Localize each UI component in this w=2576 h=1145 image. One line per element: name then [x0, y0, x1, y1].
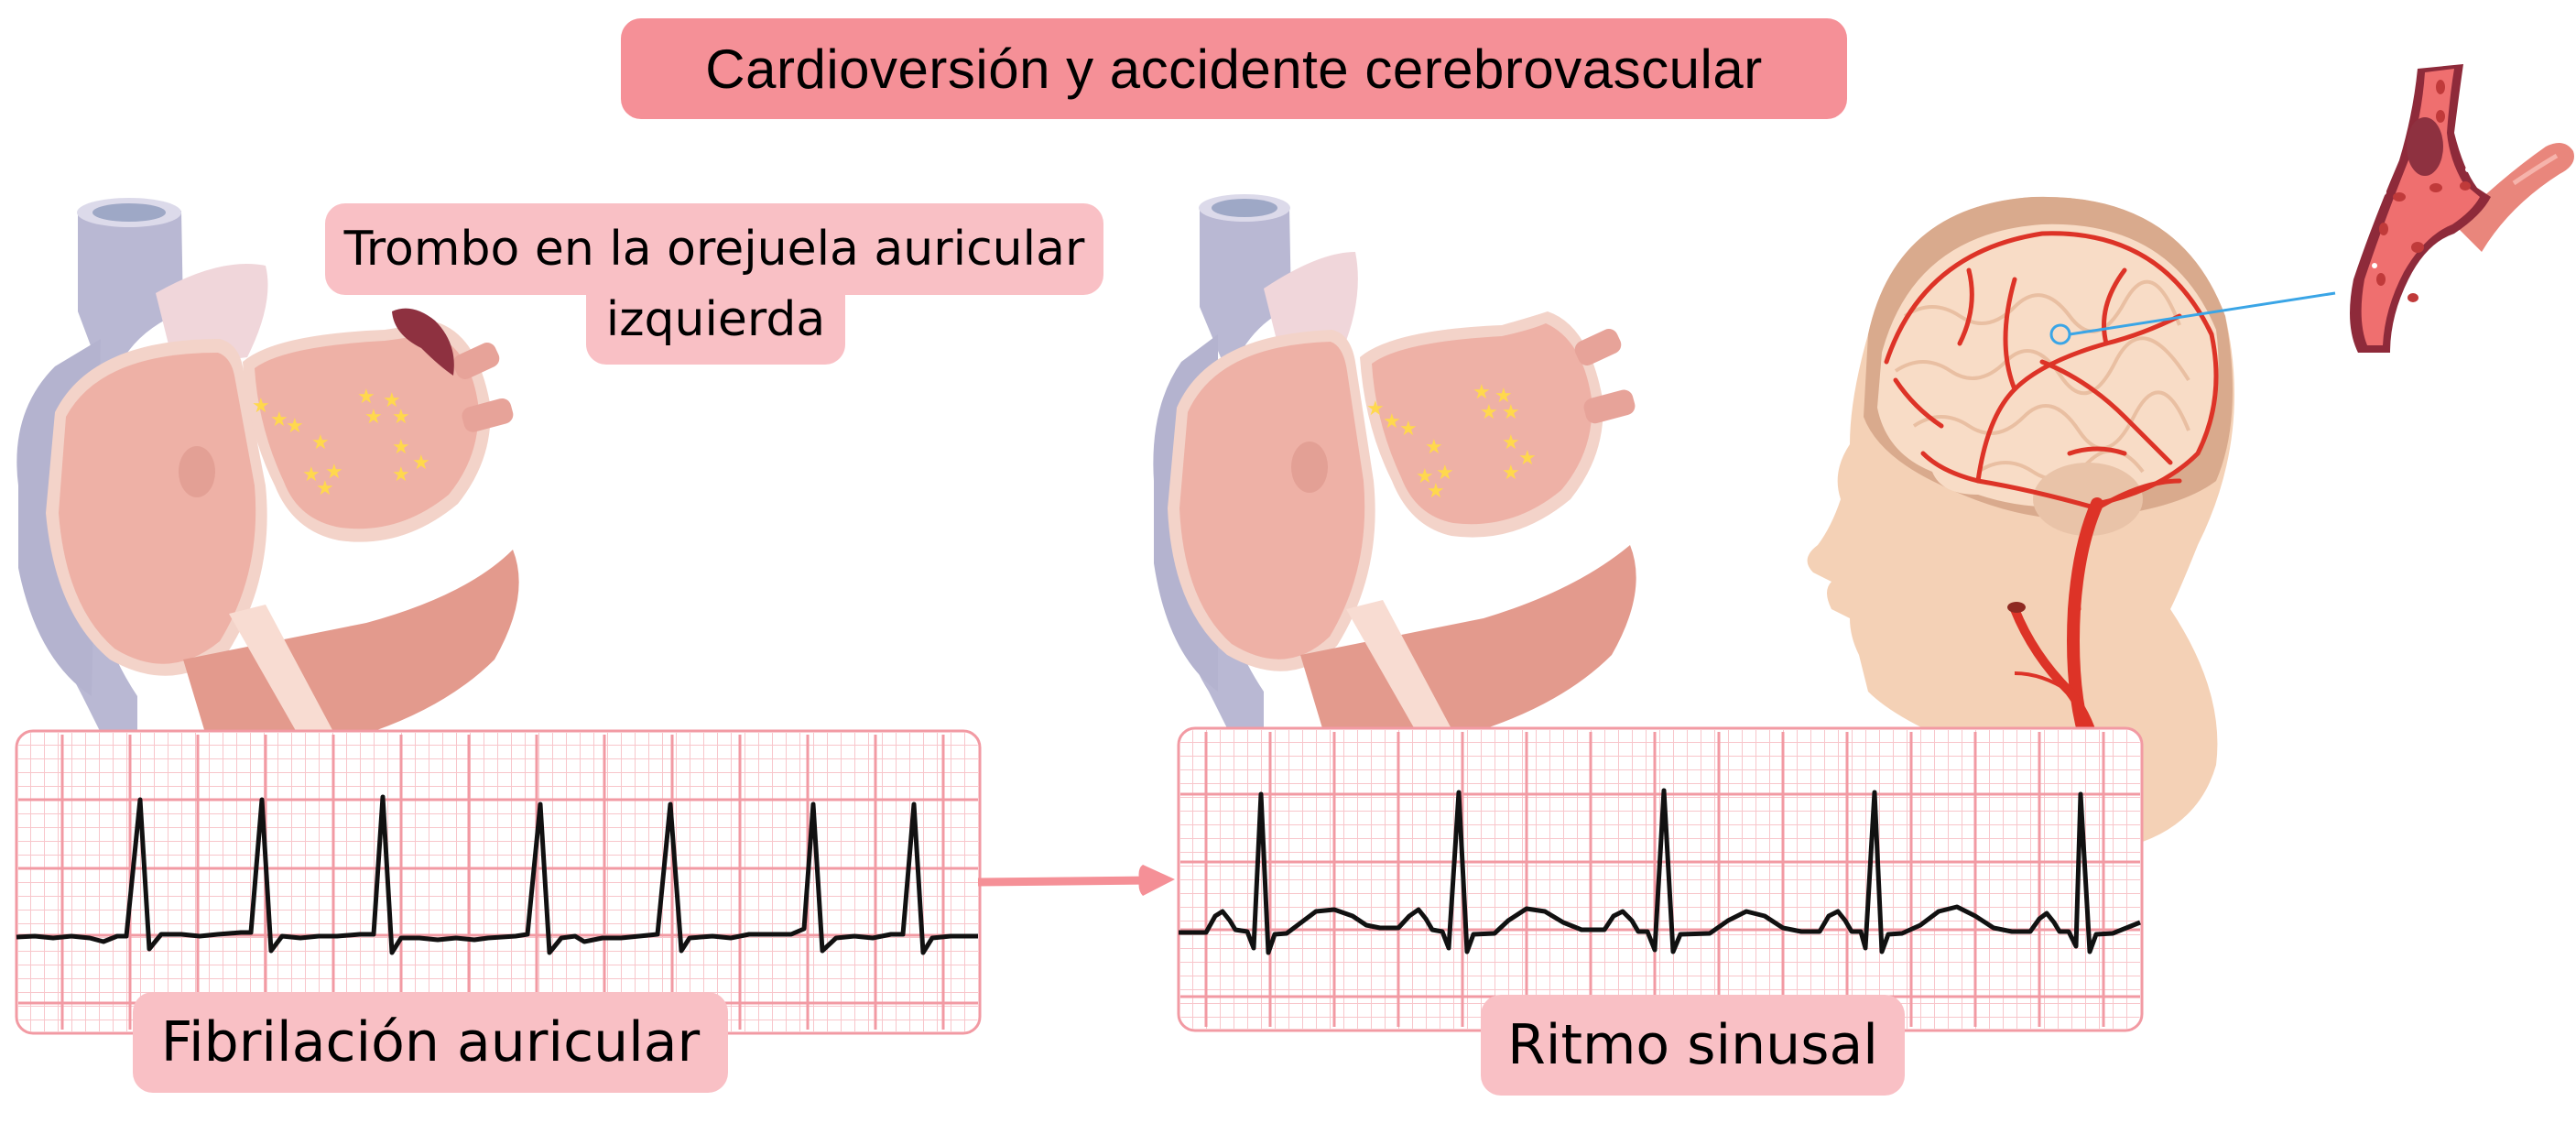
- svg-text:★: ★: [252, 395, 270, 418]
- svg-text:★: ★: [1399, 418, 1418, 441]
- transition-arrow-icon: [977, 865, 1175, 896]
- svg-text:★: ★: [1518, 447, 1537, 470]
- thrombus-label-line2: izquierda: [586, 275, 845, 365]
- svg-text:★: ★: [1502, 431, 1520, 454]
- occluded-vessel-illustration: [2350, 64, 2574, 353]
- diagram-title: Cardioversión y accidente cerebrovascula…: [621, 18, 1847, 119]
- svg-text:★: ★: [1383, 410, 1401, 433]
- svg-text:★: ★: [1436, 462, 1454, 485]
- clot-icon: [2407, 117, 2443, 176]
- svg-text:★: ★: [325, 461, 343, 484]
- sinus-rhythm-label: Ritmo sinusal: [1481, 995, 1905, 1096]
- svg-text:★: ★: [1473, 381, 1491, 404]
- ecg-strip-sinus-rhythm: [1177, 726, 2144, 1032]
- svg-text:★: ★: [1502, 401, 1520, 424]
- svg-text:★: ★: [1366, 398, 1385, 420]
- svg-text:★: ★: [383, 389, 401, 412]
- svg-text:★: ★: [1495, 385, 1513, 408]
- svg-text:★: ★: [1480, 401, 1498, 424]
- atrial-fibrillation-label: Fibrilación auricular: [133, 992, 728, 1093]
- left-heart-illustration: ★★★ ★★★ ★★★ ★★★ ★★: [16, 198, 519, 751]
- svg-text:★: ★: [311, 431, 330, 454]
- svg-text:★: ★: [1427, 480, 1445, 503]
- svg-text:★: ★: [1425, 436, 1443, 459]
- thrombus-icon: [392, 308, 454, 376]
- svg-text:★: ★: [270, 409, 288, 431]
- svg-text:★: ★: [316, 477, 334, 500]
- fibrillation-stars: ★★★ ★★★ ★★★ ★★★ ★★: [252, 386, 430, 500]
- fibrillation-stars: ★★★ ★★★ ★★★ ★★★ ★★: [1366, 381, 1537, 503]
- svg-text:★: ★: [286, 415, 304, 438]
- svg-text:★: ★: [412, 452, 430, 474]
- svg-text:★: ★: [392, 463, 410, 486]
- ecg-trace-sinus: [1179, 788, 2141, 955]
- svg-text:★: ★: [1416, 465, 1434, 488]
- middle-heart-illustration: ★★★ ★★★ ★★★ ★★★ ★★: [1153, 194, 1636, 747]
- ecg-trace-af: [16, 794, 978, 955]
- svg-text:★: ★: [392, 436, 410, 459]
- callout-line: [2069, 291, 2336, 336]
- svg-text:★: ★: [364, 406, 383, 429]
- head-brain-illustration: [1807, 196, 2336, 857]
- svg-text:★: ★: [302, 463, 321, 486]
- svg-text:★: ★: [1502, 462, 1520, 485]
- ecg-strip-atrial-fibrillation: [15, 729, 982, 1035]
- svg-text:★: ★: [392, 406, 410, 429]
- svg-text:★: ★: [357, 386, 375, 409]
